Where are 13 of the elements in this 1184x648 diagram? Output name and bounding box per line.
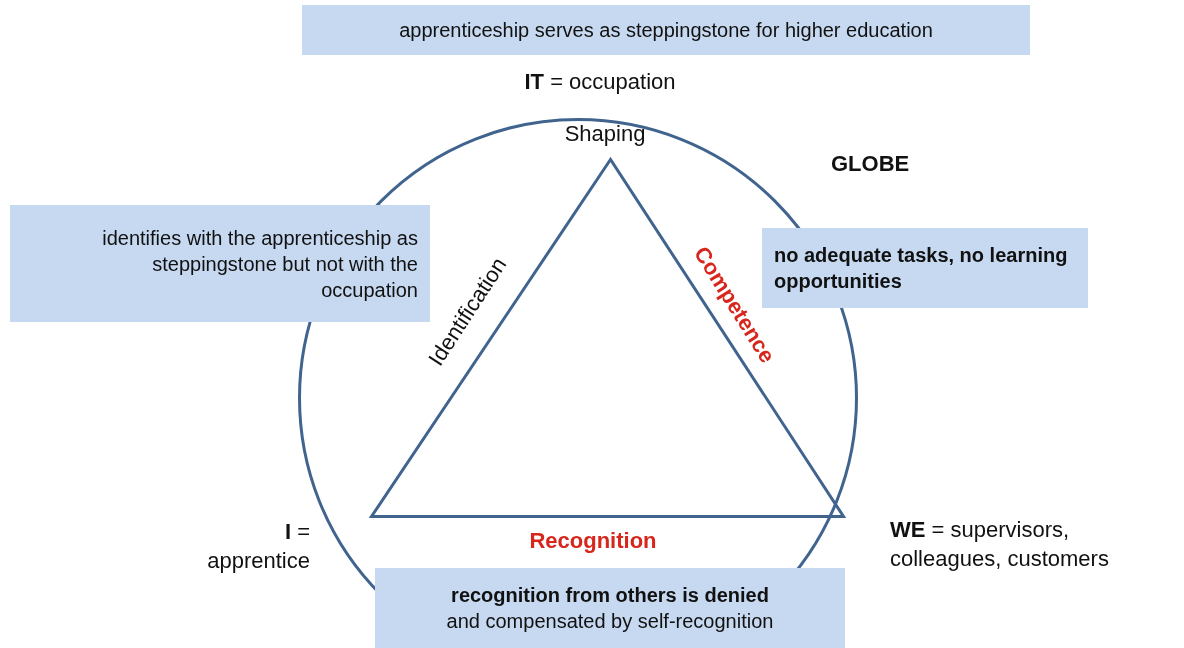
note-text: and compensated by self-recognition <box>445 609 775 634</box>
vertex-label: IT = occupation <box>523 68 677 96</box>
vertex-label: I = apprentice <box>206 518 310 575</box>
note-text: recognition from others is denied <box>450 583 770 608</box>
note-box <box>10 205 430 322</box>
vertex-label: WE = supervisors, colleagues, customers <box>890 516 1110 573</box>
side-label: Recognition <box>528 527 658 555</box>
note-text: apprenticeship serves as steppingstone for higher education <box>398 18 934 43</box>
note-box <box>302 5 1030 55</box>
note-text: no adequate tasks, no learning opportunities <box>774 243 1069 294</box>
vertex-label: Shaping <box>563 120 647 148</box>
circle-heading: GLOBE <box>831 151 910 177</box>
note-text: identifies with the apprenticeship as steppingstone but not with the occupation <box>101 225 418 303</box>
